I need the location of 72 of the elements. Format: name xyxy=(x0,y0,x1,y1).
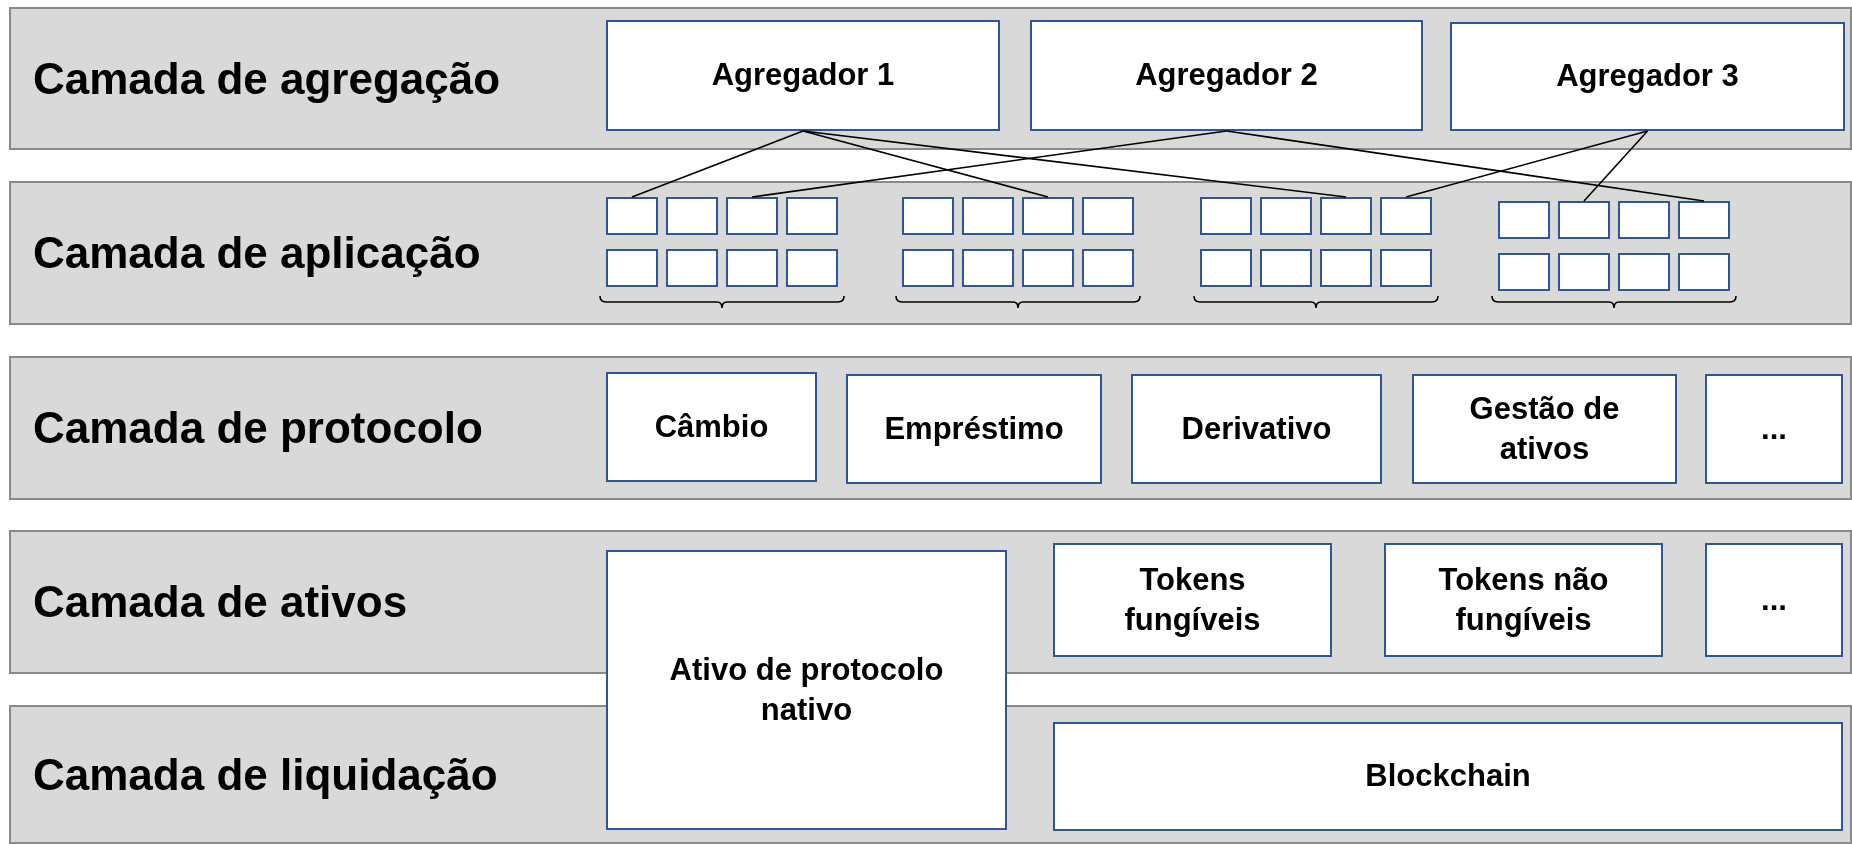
app-box xyxy=(1558,201,1610,239)
component-label: ... xyxy=(1760,580,1788,619)
app-box xyxy=(1618,253,1670,291)
layer-title: Camada de protocolo xyxy=(33,403,483,453)
app-box xyxy=(1260,249,1312,287)
app-box xyxy=(606,249,658,287)
app-box xyxy=(786,249,838,287)
app-box xyxy=(1200,249,1252,287)
component-label: Tokens fungíveis xyxy=(1123,560,1262,639)
layer-title: Camada de liquidação xyxy=(33,749,498,800)
component-label: Gestão de ativos xyxy=(1468,389,1621,468)
component-label: Agregador 1 xyxy=(710,56,896,95)
component-label: Derivativo xyxy=(1180,409,1333,448)
app-box xyxy=(1380,249,1432,287)
app-box xyxy=(1678,201,1730,239)
connector-line xyxy=(802,130,1347,198)
component-box xyxy=(1450,22,1845,131)
component-box xyxy=(1053,543,1332,657)
component-box xyxy=(1030,20,1423,131)
app-box xyxy=(962,197,1014,235)
app-box xyxy=(1022,249,1074,287)
layer-band xyxy=(9,181,1852,325)
app-box xyxy=(1618,201,1670,239)
component-box xyxy=(606,550,1007,830)
layer-band xyxy=(9,7,1852,150)
component-box xyxy=(606,20,1000,131)
component-label: Empréstimo xyxy=(883,409,1065,448)
app-box xyxy=(1678,253,1730,291)
app-box xyxy=(1320,249,1372,287)
layer-title: Camada de ativos xyxy=(33,577,408,627)
component-label: Ativo de protocolo nativo xyxy=(668,650,945,729)
app-box xyxy=(1498,201,1550,239)
connector-line xyxy=(751,130,1228,198)
component-box xyxy=(606,372,817,482)
connector-line xyxy=(1225,130,1705,202)
app-box xyxy=(666,197,718,235)
app-box xyxy=(1082,197,1134,235)
app-box xyxy=(786,197,838,235)
app-box xyxy=(1498,253,1550,291)
component-box xyxy=(1705,543,1843,657)
app-box xyxy=(902,249,954,287)
component-label: Câmbio xyxy=(653,407,770,446)
app-box xyxy=(1260,197,1312,235)
layer-title: Camada de agregação xyxy=(33,53,501,104)
app-box xyxy=(1558,253,1610,291)
layer-title: Camada de aplicação xyxy=(33,228,481,278)
component-label: Agregador 3 xyxy=(1555,57,1740,96)
app-box xyxy=(1200,197,1252,235)
app-box xyxy=(1082,249,1134,287)
app-box xyxy=(606,197,658,235)
component-box xyxy=(1412,374,1677,484)
component-box xyxy=(1131,374,1382,484)
app-box xyxy=(726,249,778,287)
component-label: ... xyxy=(1760,409,1788,448)
component-box xyxy=(1384,543,1663,657)
component-box xyxy=(846,374,1102,484)
component-box xyxy=(1053,722,1843,831)
app-box xyxy=(902,197,954,235)
connector-line xyxy=(631,130,804,198)
component-label: Blockchain xyxy=(1364,757,1532,796)
app-box xyxy=(726,197,778,235)
component-label: Tokens não fungíveis xyxy=(1437,560,1610,639)
app-box xyxy=(1320,197,1372,235)
layer-band xyxy=(9,356,1852,500)
connector-line xyxy=(1405,130,1649,198)
component-box xyxy=(1705,374,1843,484)
component-label: Agregador 2 xyxy=(1134,56,1319,95)
connector-line xyxy=(1583,130,1649,202)
app-box xyxy=(1380,197,1432,235)
app-box xyxy=(666,249,718,287)
app-box xyxy=(1022,197,1074,235)
app-box xyxy=(962,249,1014,287)
